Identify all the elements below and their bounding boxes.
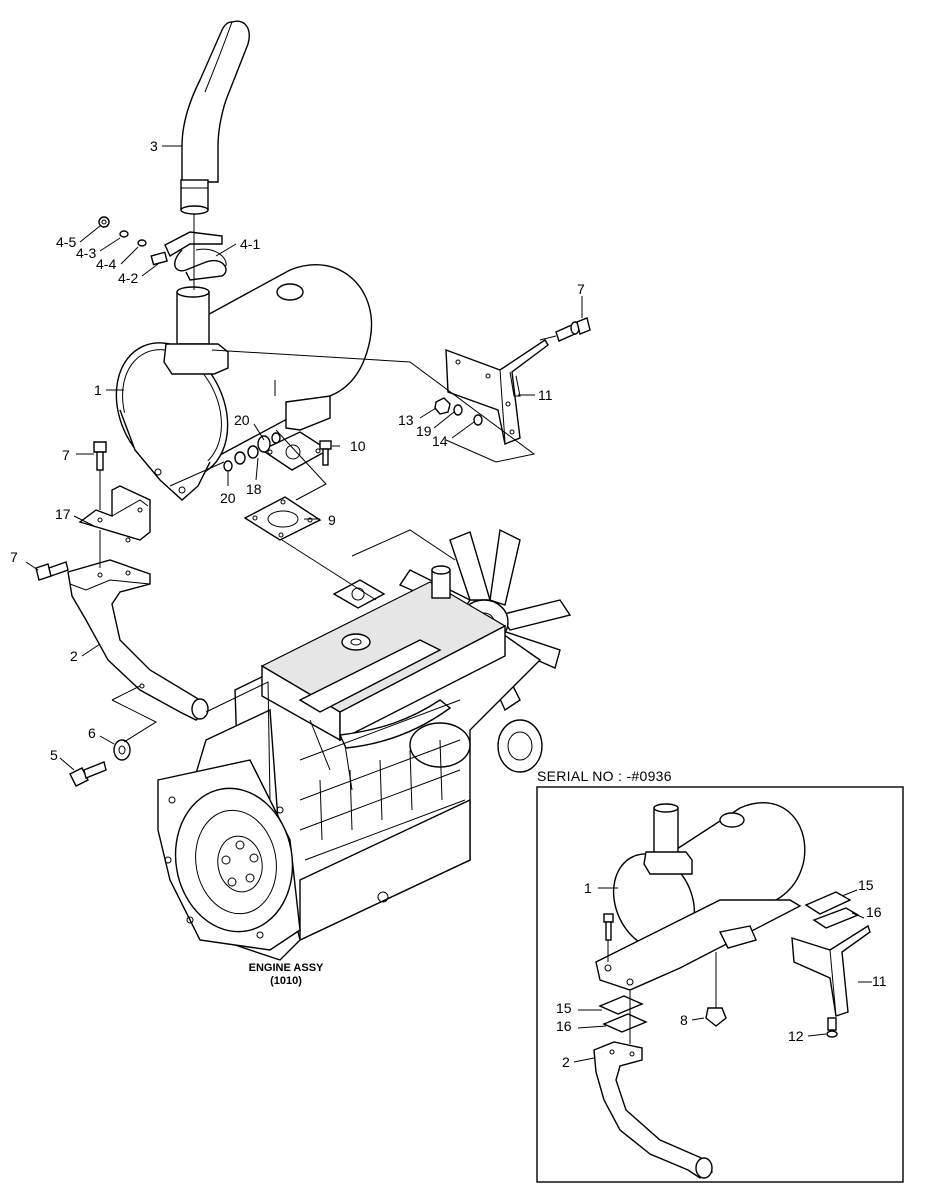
bolt-5 [69,761,107,787]
inset-bolt-12 [826,1017,838,1038]
bolt-7-top [555,317,591,342]
bracket-17 [78,485,151,543]
callout-6: 6 [88,725,96,741]
callout-20-upper: 20 [234,412,250,428]
inset-callout-12: 12 [788,1028,804,1044]
inset-callout-15-upper: 15 [858,877,874,893]
inset-callout-2: 2 [562,1054,570,1070]
callout-20-lower: 20 [220,490,236,506]
inset-bracket-11 [791,924,871,1017]
callout-5: 5 [50,747,58,763]
callout-1: 1 [94,382,102,398]
inset-base-plate [595,899,802,1008]
callout-7-lower: 7 [10,549,18,565]
callout-4-1: 4-1 [240,236,260,252]
callout-4-2: 4-2 [118,270,138,286]
callout-9: 9 [328,512,336,528]
callout-19: 19 [416,423,432,439]
inset-callout-15-lower: 15 [556,1000,572,1016]
serial-inset: SERIAL NO : -#0936 [536,768,904,1183]
inset-nut-8 [705,1007,727,1027]
inset-leader-lines [573,887,872,1063]
bolt-10 [319,440,332,466]
bracket-11 [445,339,549,445]
support-bracket-2 [67,559,209,721]
engine-assy-code: (1010) [270,975,302,987]
inset-callout-1: 1 [584,880,592,896]
nut-washer-set [223,432,281,472]
callout-18: 18 [246,481,262,497]
bolt-7-lower [35,561,69,581]
leader-lines [25,145,583,801]
callout-labels: 3 4-5 4-3 4-4 4-2 4-1 1 7 11 13 19 14 20… [10,138,585,987]
inset-bolt [603,913,614,941]
inset-shims-right [804,891,860,929]
callout-7-top: 7 [577,281,585,297]
callout-11: 11 [538,387,553,403]
callout-4-4: 4-4 [96,256,116,272]
inset-callout-8: 8 [680,1012,688,1028]
callout-14: 14 [432,433,448,449]
muffler [115,264,373,501]
callout-7-left: 7 [62,447,70,463]
inset-shims-left [598,995,648,1033]
serial-number-note: SERIAL NO : -#0936 [537,768,672,784]
callout-13: 13 [398,412,414,428]
inset-frame [536,786,904,1183]
bolt-7-left [93,441,107,471]
callout-10: 10 [350,438,366,454]
callout-4-3: 4-3 [76,245,96,261]
inset-support-bracket [593,1041,713,1179]
gasket [243,496,322,541]
inset-callout-11: 11 [872,973,887,989]
callout-17: 17 [55,506,71,522]
callout-3: 3 [150,138,158,154]
engine-assembly [157,528,572,961]
callout-4-5: 4-5 [56,234,76,250]
callout-2: 2 [70,648,78,664]
hardware-13-19-14 [434,397,483,426]
washer-6 [113,739,131,761]
tail-pipe [180,20,250,215]
inset-callout-16-lower: 16 [556,1018,572,1034]
engine-assy-caption: ENGINE ASSY [249,962,324,974]
inset-callout-16-upper: 16 [866,904,882,920]
